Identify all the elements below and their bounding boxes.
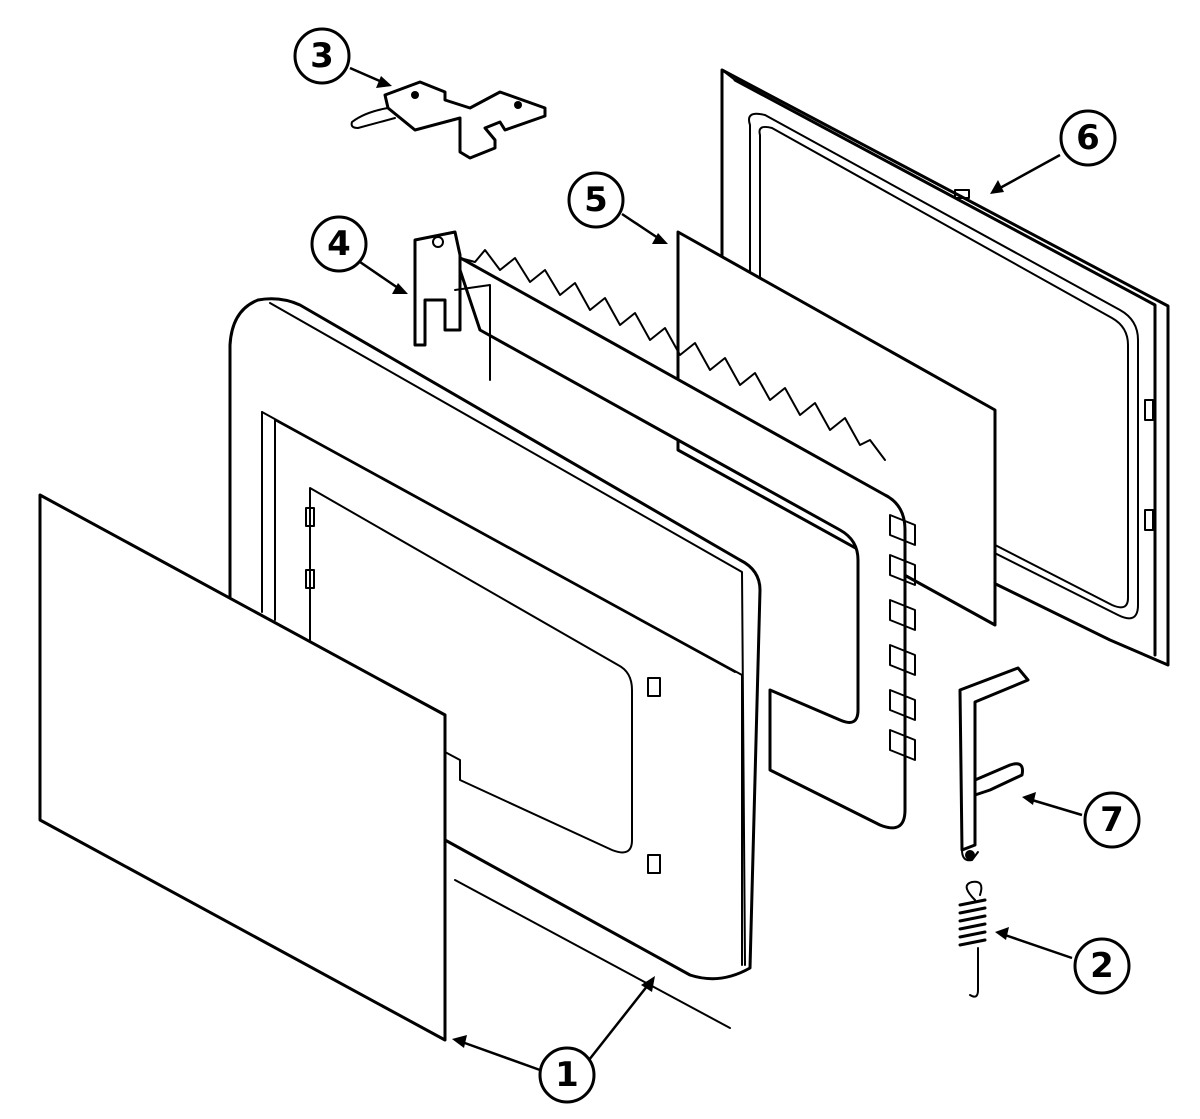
callout-4-label: 4: [327, 224, 351, 264]
callout-4: 4: [310, 215, 368, 273]
part-3-latch-bracket: [350, 80, 547, 160]
part-1-front-panel: [38, 493, 447, 1042]
leader-lines: [349, 66, 1083, 1072]
callout-5: 5: [567, 171, 625, 229]
part-7-latch-hook: [958, 666, 1030, 862]
part-2-spring: [958, 880, 987, 998]
callout-3: 3: [293, 27, 351, 85]
callout-1-label: 1: [555, 1055, 579, 1095]
callout-2-label: 2: [1090, 946, 1114, 986]
part-1-door-frame: [228, 297, 762, 1029]
callout-6: 6: [1059, 109, 1117, 167]
callout-7-label: 7: [1100, 800, 1124, 840]
part-4-inner-door-assembly: [413, 230, 916, 830]
callout-6-label: 6: [1076, 118, 1100, 158]
callout-5-label: 5: [584, 180, 608, 220]
callout-7: 7: [1083, 791, 1141, 849]
callout-1: 1: [538, 1046, 596, 1104]
callout-3-label: 3: [310, 36, 334, 76]
callout-2: 2: [1073, 937, 1131, 995]
